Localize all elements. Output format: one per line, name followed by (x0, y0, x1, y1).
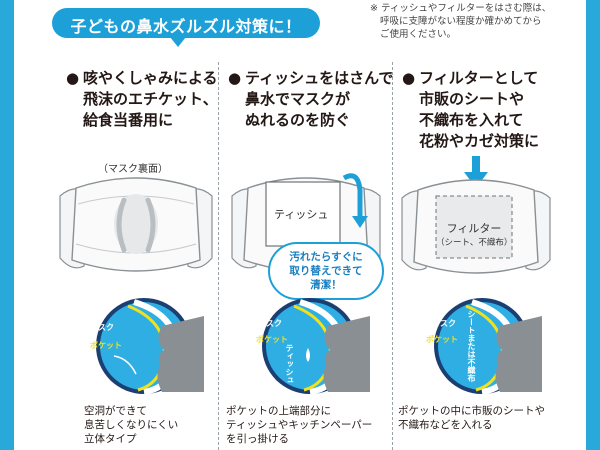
caption-line: ポケットの上端部分に (226, 405, 331, 417)
filter-sub-label: （シート、不織布） (436, 238, 513, 248)
callout-bubble: 汚れたらすぐに 取り替えできて 清潔！ (268, 242, 384, 300)
pocket-callout-label: ポケット (256, 335, 288, 344)
tissue-label: ティッシュ (274, 208, 329, 221)
cross-section-diagram (262, 298, 370, 395)
bullet-icon: ● (228, 69, 242, 87)
right-accent-bar (586, 0, 600, 450)
column-3-caption: ポケットの中に市販のシートや 不織布などを入れる (398, 404, 545, 432)
heading-line: ティッシュをはさんで (245, 69, 394, 87)
column-divider (392, 62, 393, 450)
column-2-caption: ポケットの上端部分に ティッシュやキッチンペーパー を引っ掛ける (226, 404, 372, 446)
mask-tissue-illustration (231, 173, 381, 272)
heading-line: 不織布を入れて (419, 111, 524, 129)
page-title: 子どもの鼻水ズルズル対策に！ (70, 17, 302, 36)
pocket-callout-label: ポケット (426, 335, 458, 344)
heading-line: 飛沫のエチケット、 (83, 90, 218, 108)
title-banner: 子どもの鼻水ズルズル対策に！ (52, 8, 320, 47)
column-1-heading: ● 咳やくしゃみによる 飛沫のエチケット、 給食当番用に (66, 68, 218, 131)
column-3-heading: ● フィルターとして 市販のシートや 不織布を入れて 花粉やカゼ対策に (402, 68, 539, 152)
filter-label: フィルター (446, 222, 502, 235)
bubble-line: 清潔！ (310, 279, 342, 291)
mask-filter-illustration (401, 156, 551, 274)
mask-callout-label: マスク (258, 319, 282, 328)
pocket-callout-label: ポケット (90, 341, 122, 350)
column-1-cross-section: マスク ポケット (84, 296, 204, 396)
heading-line: フィルターとして (419, 69, 539, 87)
mask-callout-label: マスク (432, 319, 456, 328)
tissue-callout-label: ティッシュ (285, 344, 294, 384)
sheet-callout-label: シートまたは不織布 (467, 310, 476, 382)
heading-line: 市販のシートや (419, 90, 525, 108)
caption-line: 不織布などを入れる (398, 419, 493, 431)
bubble-line: 汚れたらすぐに (289, 251, 363, 263)
cross-section-diagram (434, 298, 542, 395)
caption-line: ティッシュやキッチンペーパー (226, 419, 373, 431)
column-3-cross-section: マスク ポケット シートまたは不織布 (422, 296, 542, 396)
heading-line: ぬれるのを防ぐ (245, 111, 351, 129)
mask-back-label: （マスク裏面） (98, 164, 168, 175)
cross-section-diagram (96, 298, 204, 395)
caption-line: 立体タイプ (84, 433, 137, 445)
mask-back-illustration (59, 177, 213, 272)
column-2-cross-section: マスク ポケット ティッシュ (250, 296, 370, 396)
caption-line: ポケットの中に市販のシートや (398, 405, 545, 417)
left-accent-bar (0, 0, 14, 450)
caption-line: 息苦しくなりにくい (84, 419, 179, 431)
column-1-caption: 空洞ができて 息苦しくなりにくい 立体タイプ (84, 404, 178, 446)
heading-line: 咳やくしゃみによる (83, 69, 218, 87)
note-line: ※ ティッシュやフィルターをはさむ際は、 (370, 3, 552, 14)
heading-line: 給食当番用に (83, 111, 174, 129)
note-line: 呼吸に支障がない程度か確かめてから (380, 16, 542, 27)
usage-note: ※ ティッシュやフィルターをはさむ際は、 呼吸に支障がない程度か確かめてから ご… (370, 2, 590, 41)
note-line: ご使用ください。 (380, 29, 457, 40)
bubble-line: 取り替えできて (289, 265, 363, 277)
caption-line: を引っ掛ける (226, 433, 289, 445)
heading-line: 花粉やカゼ対策に (419, 132, 540, 150)
caption-line: 空洞ができて (84, 405, 147, 417)
heading-line: 鼻水でマスクが (245, 90, 351, 108)
bullet-icon: ● (402, 69, 416, 87)
mask-callout-label: マスク (90, 323, 114, 332)
column-divider (218, 62, 219, 450)
bullet-icon: ● (66, 69, 80, 87)
column-2-heading: ● ティッシュをはさんで 鼻水でマスクが ぬれるのを防ぐ (228, 68, 393, 131)
